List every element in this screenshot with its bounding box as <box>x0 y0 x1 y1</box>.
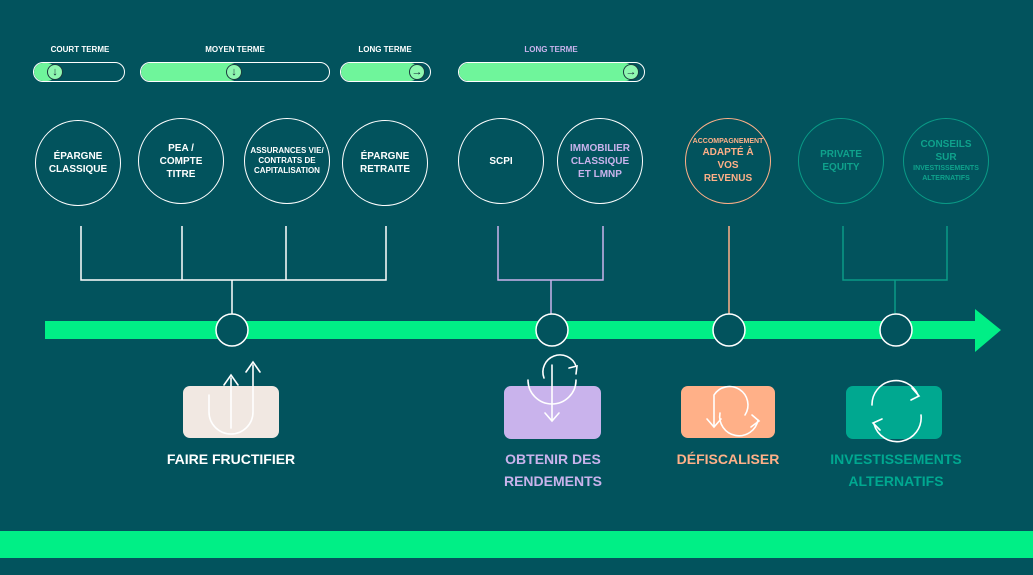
timeline-node <box>879 313 913 347</box>
circle-label: SCPI <box>489 155 513 167</box>
term-bar-long: → <box>340 62 431 82</box>
timeline-arrow-head <box>975 309 1001 352</box>
circle-label-small: INVESTISSEMENTS ALTERNATIFS <box>913 165 979 182</box>
term-bar-fill <box>341 63 419 81</box>
term-label-long-2: LONG TERME <box>524 45 578 54</box>
goal-label-fructifier: FAIRE FRUCTIFIER <box>166 451 296 467</box>
term-bar-moyen: ↓ <box>140 62 330 82</box>
goal-box-defiscaliser <box>681 386 775 438</box>
arrow-cycle-down-icon <box>527 354 578 423</box>
arrow-right-icon: → <box>623 64 639 80</box>
circle-label: CONSEILS SUR <box>920 139 972 163</box>
bracket-purple <box>497 226 604 316</box>
term-label-long: LONG TERME <box>358 45 412 54</box>
term-bar-fill <box>141 63 239 81</box>
goal-box-alternatifs <box>846 386 942 439</box>
refresh-icon <box>871 379 922 443</box>
circle-label: ÉPARGNE RETRAITE <box>360 151 410 175</box>
circle-epargne-retraite: ÉPARGNE RETRAITE <box>342 120 428 206</box>
arrow-right-icon: → <box>409 64 425 80</box>
circle-label: PEA / COMPTE TITRE <box>159 142 203 180</box>
circle-conseils-alternatifs: CONSEILS SUR INVESTISSEMENTS ALTERNATIFS <box>903 118 989 204</box>
circle-label-small: ACCOMPAGNEMENT <box>692 138 764 145</box>
circle-label: PRIVATE EQUITY <box>820 149 862 173</box>
circle-epargne-classique: ÉPARGNE CLASSIQUE <box>35 120 121 206</box>
timeline-node <box>712 313 746 347</box>
arrows-up-icon <box>208 360 261 435</box>
circle-label: IMMOBILIER CLASSIQUE ET LMNP <box>570 142 630 180</box>
circle-immobilier-classique: IMMOBILIER CLASSIQUE ET LMNP <box>557 118 643 204</box>
term-bar-court: ↓ <box>33 62 125 82</box>
timeline-node <box>215 313 249 347</box>
circle-pea-compte-titre: PEA / COMPTE TITRE <box>138 118 224 204</box>
arrow-down-icon: ↓ <box>226 64 242 80</box>
circle-label: ÉPARGNE CLASSIQUE <box>48 151 108 175</box>
timeline-bar <box>45 321 980 339</box>
circle-label: ASSURANCES VIE/ CONTRATS DE CAPITALISATI… <box>250 146 324 175</box>
circle-accompagnement: ACCOMPAGNEMENT ADAPTÉ À VOS REVENUS <box>685 118 771 204</box>
footer-band <box>0 531 1033 558</box>
circle-label: ADAPTÉ À VOS REVENUS <box>702 147 754 184</box>
term-label-moyen: MOYEN TERME <box>205 45 265 54</box>
arrow-loop-icon <box>706 385 761 437</box>
goal-label-rendements: OBTENIR DES RENDEMENTS <box>503 451 602 489</box>
arrow-down-icon: ↓ <box>47 64 63 80</box>
timeline-node <box>535 313 569 347</box>
term-bar-fill <box>459 63 634 81</box>
goal-label-defiscaliser: DÉFISCALISER <box>676 451 780 467</box>
circle-scpi: SCPI <box>458 118 544 204</box>
bracket-teal <box>842 226 948 316</box>
circle-assurances-vie: ASSURANCES VIE/ CONTRATS DE CAPITALISATI… <box>244 118 330 204</box>
circle-private-equity: PRIVATE EQUITY <box>798 118 884 204</box>
bracket-white <box>80 226 387 316</box>
term-bar-long-2: → <box>458 62 645 82</box>
term-label-court: COURT TERME <box>50 45 110 54</box>
goal-label-alternatifs: INVESTISSEMENTS ALTERNATIFS <box>830 451 962 489</box>
